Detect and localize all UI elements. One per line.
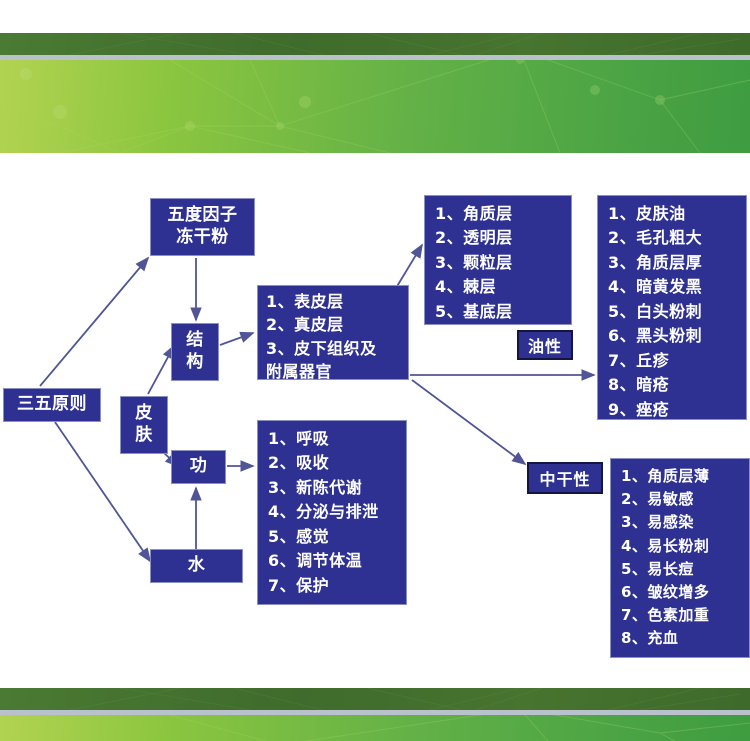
node-structure-char2: 构 bbox=[186, 352, 204, 372]
list-item: 1、皮肤油 bbox=[608, 204, 686, 223]
list-item: 5、感觉 bbox=[268, 526, 330, 546]
top-banner-dark-band bbox=[0, 33, 750, 55]
list-item: 6、皱纹增多 bbox=[621, 582, 710, 601]
node-freeze-dried-powder[interactable]: 五度因子 冻干粉 bbox=[150, 198, 255, 256]
list-item: 3、新陈代谢 bbox=[268, 477, 363, 497]
node-function-label: 功 bbox=[189, 456, 208, 477]
list-item: 1、表皮层 bbox=[266, 292, 344, 311]
connector-skinlayers-to-epidermis bbox=[395, 243, 423, 289]
list-item: 2、吸收 bbox=[268, 453, 330, 473]
list-item: 2、易敏感 bbox=[621, 490, 694, 509]
node-oily-skin-traits-list[interactable]: 1、皮肤油 2、毛孔粗大 3、角质层厚 4、暗黄发黑 5、白头粉刺 6、黑头粉刺… bbox=[597, 195, 747, 420]
connector-skinlayers-to-middry bbox=[411, 379, 527, 466]
list-item: 3、颗粒层 bbox=[435, 252, 513, 272]
node-epidermis-layers-list[interactable]: 1、角质层 2、透明层 3、颗粒层 4、棘层 5、基底层 bbox=[424, 195, 572, 325]
node-freeze-dried-powder-line2: 冻干粉 bbox=[176, 227, 229, 247]
label-oily-skin-text: 油性 bbox=[527, 337, 562, 356]
connector-structure-to-skinlayers bbox=[219, 331, 255, 346]
label-mid-dry-skin-text: 中干性 bbox=[539, 470, 591, 489]
list-item: 4、棘层 bbox=[435, 277, 497, 297]
node-dry-skin-traits-list[interactable]: 1、角质层薄 2、易敏感 3、易感染 4、易长粉刺 5、易长痘 6、皱纹增多 7… bbox=[610, 458, 750, 658]
node-skin[interactable]: 皮 肤 bbox=[120, 396, 168, 454]
bottom-banner-dark-band bbox=[0, 688, 750, 710]
list-item: 2、毛孔粗大 bbox=[608, 228, 703, 248]
banner-network-pattern-bottom bbox=[68, 688, 741, 710]
label-oily-skin[interactable]: 油性 bbox=[517, 330, 573, 360]
node-water[interactable]: 水 bbox=[150, 549, 243, 583]
list-item: 8、充血 bbox=[621, 629, 679, 648]
node-skin-char1: 皮 bbox=[135, 403, 153, 424]
list-item: 3、角质层厚 bbox=[608, 252, 703, 272]
list-item: 6、黑头粉刺 bbox=[608, 326, 703, 346]
node-skin-char2: 肤 bbox=[135, 425, 153, 445]
list-item: 5、易长痘 bbox=[621, 559, 694, 578]
list-item: 5、白头粉刺 bbox=[608, 301, 703, 321]
list-item: 1、角质层 bbox=[435, 204, 513, 223]
node-freeze-dried-powder-line1: 五度因子 bbox=[167, 205, 238, 226]
list-item: 6、调节体温 bbox=[268, 551, 363, 571]
list-item: 7、保护 bbox=[268, 575, 330, 595]
top-banner bbox=[0, 33, 750, 153]
banner-network-pattern-top-light bbox=[0, 60, 750, 153]
list-item: 3、易感染 bbox=[621, 513, 694, 532]
node-three-five-principle-label: 三五原则 bbox=[17, 394, 87, 415]
list-item: 9、痤疮 bbox=[608, 399, 670, 419]
list-item: 1、呼吸 bbox=[268, 429, 330, 448]
list-item: 2、透明层 bbox=[435, 228, 513, 248]
list-item: 5、基底层 bbox=[435, 301, 513, 321]
node-function[interactable]: 功 bbox=[171, 450, 226, 484]
bottom-banner-light-band bbox=[0, 715, 750, 741]
list-item: 7、丘疹 bbox=[608, 350, 670, 370]
node-three-five-principle[interactable]: 三五原则 bbox=[3, 388, 101, 422]
list-item: 4、易长粉刺 bbox=[621, 536, 710, 555]
list-item: 1、角质层薄 bbox=[621, 467, 710, 485]
top-banner-light-band bbox=[0, 60, 750, 153]
list-item: 4、暗黄发黑 bbox=[608, 277, 703, 297]
node-skin-functions-list[interactable]: 1、呼吸 2、吸收 3、新陈代谢 4、分泌与排泄 5、感觉 6、调节体温 7、保… bbox=[257, 420, 407, 605]
banner-network-pattern-bottom-light bbox=[169, 715, 750, 741]
node-structure-char1: 结 bbox=[186, 330, 204, 351]
list-item: 7、色素加重 bbox=[621, 606, 710, 625]
node-skin-layers-list[interactable]: 1、表皮层 2、真皮层 3、皮下组织及 附属器官 bbox=[257, 285, 409, 380]
list-item: 8、暗疮 bbox=[608, 375, 670, 395]
connector-principle-to-powder bbox=[39, 256, 150, 387]
node-water-label: 水 bbox=[187, 555, 206, 576]
label-mid-dry-skin[interactable]: 中干性 bbox=[527, 462, 603, 494]
bottom-banner bbox=[0, 688, 750, 741]
list-item: 2、真皮层 bbox=[266, 315, 344, 335]
node-structure[interactable]: 结 构 bbox=[171, 323, 219, 381]
list-item: 附属器官 bbox=[266, 362, 333, 380]
banner-network-pattern-top bbox=[68, 33, 741, 55]
list-item: 3、皮下组织及 bbox=[266, 338, 377, 358]
list-item: 4、分泌与排泄 bbox=[268, 502, 379, 522]
